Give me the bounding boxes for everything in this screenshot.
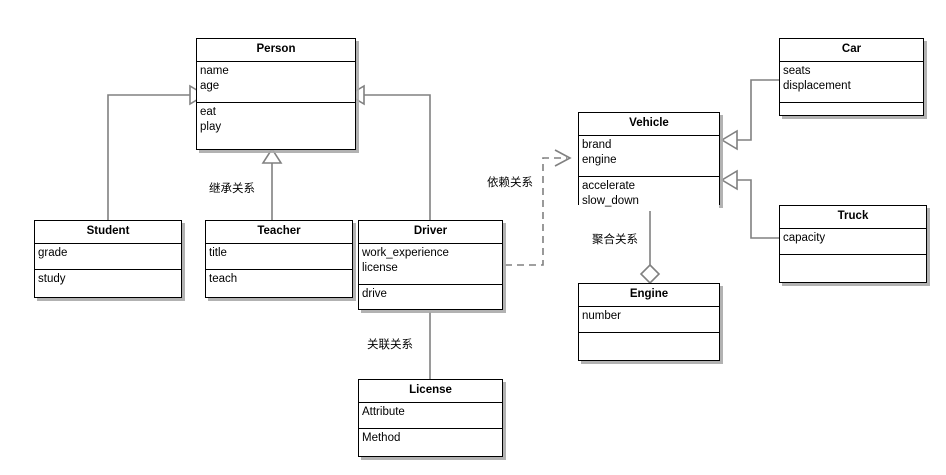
class-box-person[interactable]: Person name age eat play xyxy=(196,38,356,150)
class-methods-driver: drive xyxy=(359,284,502,304)
label-aggregation-relationship: 聚合关系 xyxy=(592,234,638,246)
class-attribute: displacement xyxy=(783,79,851,92)
class-attribute: number xyxy=(582,309,621,322)
class-attribute: seats xyxy=(783,64,811,77)
hollow-triangle-head xyxy=(261,147,283,164)
class-box-driver[interactable]: Driver work_experience license drive xyxy=(358,220,503,310)
class-attribute: capacity xyxy=(783,231,826,244)
class-attribute: license xyxy=(362,261,398,274)
class-method: play xyxy=(200,120,222,133)
class-box-engine[interactable]: Engine number xyxy=(578,283,720,361)
class-attributes-driver: work_experience license xyxy=(359,243,502,285)
connector-teacher-to-person[interactable] xyxy=(261,147,283,220)
class-methods-engine xyxy=(579,332,719,337)
class-attributes-student: grade xyxy=(35,243,181,270)
class-box-student[interactable]: Student grade study xyxy=(34,220,182,298)
class-attributes-engine: number xyxy=(579,306,719,333)
label-association-relationship: 关联关系 xyxy=(367,339,413,351)
class-title-license: License xyxy=(359,380,502,403)
class-title-person: Person xyxy=(197,39,355,62)
class-method: drive xyxy=(362,287,387,300)
connector-driver-to-person[interactable] xyxy=(347,84,431,220)
class-methods-vehicle: accelerate slow_down xyxy=(579,176,719,211)
connector-driver-to-vehicle[interactable] xyxy=(505,149,572,266)
class-box-vehicle[interactable]: Vehicle brand engine accelerate slow_dow… xyxy=(578,112,720,211)
class-method: Method xyxy=(362,431,401,444)
connector-truck-to-vehicle[interactable] xyxy=(720,169,779,239)
class-method: study xyxy=(38,272,66,285)
class-attribute: work_experience xyxy=(362,246,449,259)
hollow-diamond-head xyxy=(639,263,661,285)
class-methods-person: eat play xyxy=(197,102,355,137)
connector-vehicle-to-engine[interactable] xyxy=(639,205,661,285)
class-attribute: age xyxy=(200,79,220,92)
class-attribute: title xyxy=(209,246,227,259)
class-box-truck[interactable]: Truck capacity xyxy=(779,205,927,283)
class-title-teacher: Teacher xyxy=(206,221,352,244)
class-methods-teacher: teach xyxy=(206,269,352,289)
class-title-student: Student xyxy=(35,221,181,244)
class-attributes-license: Attribute xyxy=(359,402,502,429)
open-arrow-head xyxy=(554,149,572,167)
class-attributes-car: seats displacement xyxy=(780,61,923,103)
class-attribute: grade xyxy=(38,246,68,259)
class-method: eat xyxy=(200,105,216,118)
class-attribute: Attribute xyxy=(362,405,405,418)
label-inheritance-relationship: 继承关系 xyxy=(209,183,255,195)
class-methods-student: study xyxy=(35,269,181,289)
class-title-vehicle: Vehicle xyxy=(579,113,719,136)
hollow-triangle-head xyxy=(347,84,365,106)
class-attributes-person: name age xyxy=(197,61,355,103)
class-attribute: name xyxy=(200,64,229,77)
class-method: accelerate xyxy=(582,179,636,192)
class-methods-truck xyxy=(780,254,926,259)
class-box-car[interactable]: Car seats displacement xyxy=(779,38,924,116)
class-attribute: engine xyxy=(582,153,617,166)
class-methods-license: Method xyxy=(359,428,502,448)
class-attributes-vehicle: brand engine xyxy=(579,135,719,177)
class-title-engine: Engine xyxy=(579,284,719,307)
class-box-teacher[interactable]: Teacher title teach xyxy=(205,220,353,298)
hollow-triangle-head xyxy=(720,169,738,191)
class-method: slow_down xyxy=(582,194,639,207)
class-method: teach xyxy=(209,272,238,285)
class-title-driver: Driver xyxy=(359,221,502,244)
label-dependency-relationship: 依赖关系 xyxy=(487,177,533,189)
class-attributes-truck: capacity xyxy=(780,228,926,255)
class-methods-car xyxy=(780,102,923,107)
connector-car-to-vehicle[interactable] xyxy=(720,79,779,151)
hollow-triangle-head xyxy=(720,129,738,151)
class-box-license[interactable]: License Attribute Method xyxy=(358,379,503,457)
class-attribute: brand xyxy=(582,138,612,151)
connector-student-to-person[interactable] xyxy=(107,84,207,220)
class-attributes-teacher: title xyxy=(206,243,352,270)
class-title-car: Car xyxy=(780,39,923,62)
class-title-truck: Truck xyxy=(780,206,926,229)
